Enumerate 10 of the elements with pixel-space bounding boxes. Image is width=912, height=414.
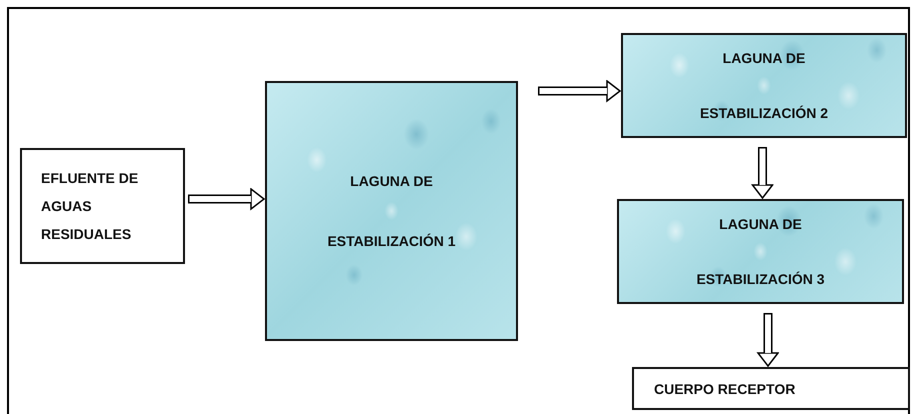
node-label: LAGUNA DE ESTABILIZACIÓN 3 <box>695 214 826 288</box>
lagoon-box <box>617 199 904 304</box>
lagoon-box <box>265 81 518 341</box>
node-label: LAGUNA DE ESTABILIZACIÓN 1 <box>326 172 457 251</box>
output-box <box>632 367 910 410</box>
node-label: CUERPO RECEPTOR <box>654 380 796 398</box>
lagoon-box <box>621 33 907 138</box>
node-label: LAGUNA DE ESTABILIZACIÓN 2 <box>698 48 830 122</box>
node-label: EFLUENTE DE AGUAS RESIDUALES <box>41 169 140 244</box>
input-box <box>20 148 185 264</box>
